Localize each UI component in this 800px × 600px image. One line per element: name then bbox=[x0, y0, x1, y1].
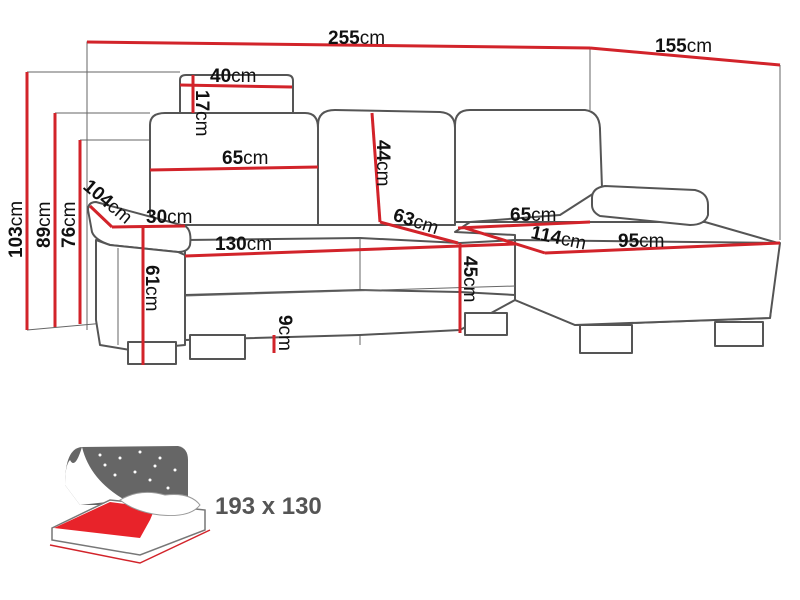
sofa-leg bbox=[127, 341, 177, 365]
bed-size-label: 193 x 130 bbox=[215, 493, 322, 520]
label-back-cushion-height: 44cm bbox=[372, 140, 393, 186]
label-leg-height: 9cm bbox=[274, 315, 295, 351]
label-chaise-inner-length: 114cm bbox=[529, 222, 588, 254]
label-armrest-height: 61cm bbox=[141, 265, 162, 311]
chaise-leg bbox=[714, 321, 764, 347]
label-chaise-depth: 155cm bbox=[655, 36, 712, 57]
label-total-height: 103cm bbox=[6, 201, 27, 258]
sofa-leg bbox=[189, 334, 246, 360]
label-chaise-width: 95cm bbox=[618, 231, 664, 252]
dimension-lines bbox=[25, 40, 781, 365]
label-chaise-seat-width: 65cm bbox=[510, 205, 556, 226]
sofa-leg bbox=[464, 312, 508, 336]
label-armrest-width: 30cm bbox=[146, 207, 192, 228]
label-seat-height: 45cm bbox=[459, 256, 480, 302]
label-back-cushion-width: 65cm bbox=[222, 148, 268, 169]
label-headrest-height: 17cm bbox=[191, 90, 212, 136]
label-seat-width: 130cm bbox=[215, 234, 272, 255]
label-back-height: 89cm bbox=[34, 202, 55, 248]
bed-function-icon bbox=[49, 446, 211, 564]
label-back-height-low: 76cm bbox=[59, 202, 80, 248]
chaise-leg bbox=[579, 324, 633, 354]
label-total-width: 255cm bbox=[328, 28, 385, 49]
sofa-outline bbox=[87, 74, 781, 365]
label-headrest-width: 40cm bbox=[210, 66, 256, 87]
